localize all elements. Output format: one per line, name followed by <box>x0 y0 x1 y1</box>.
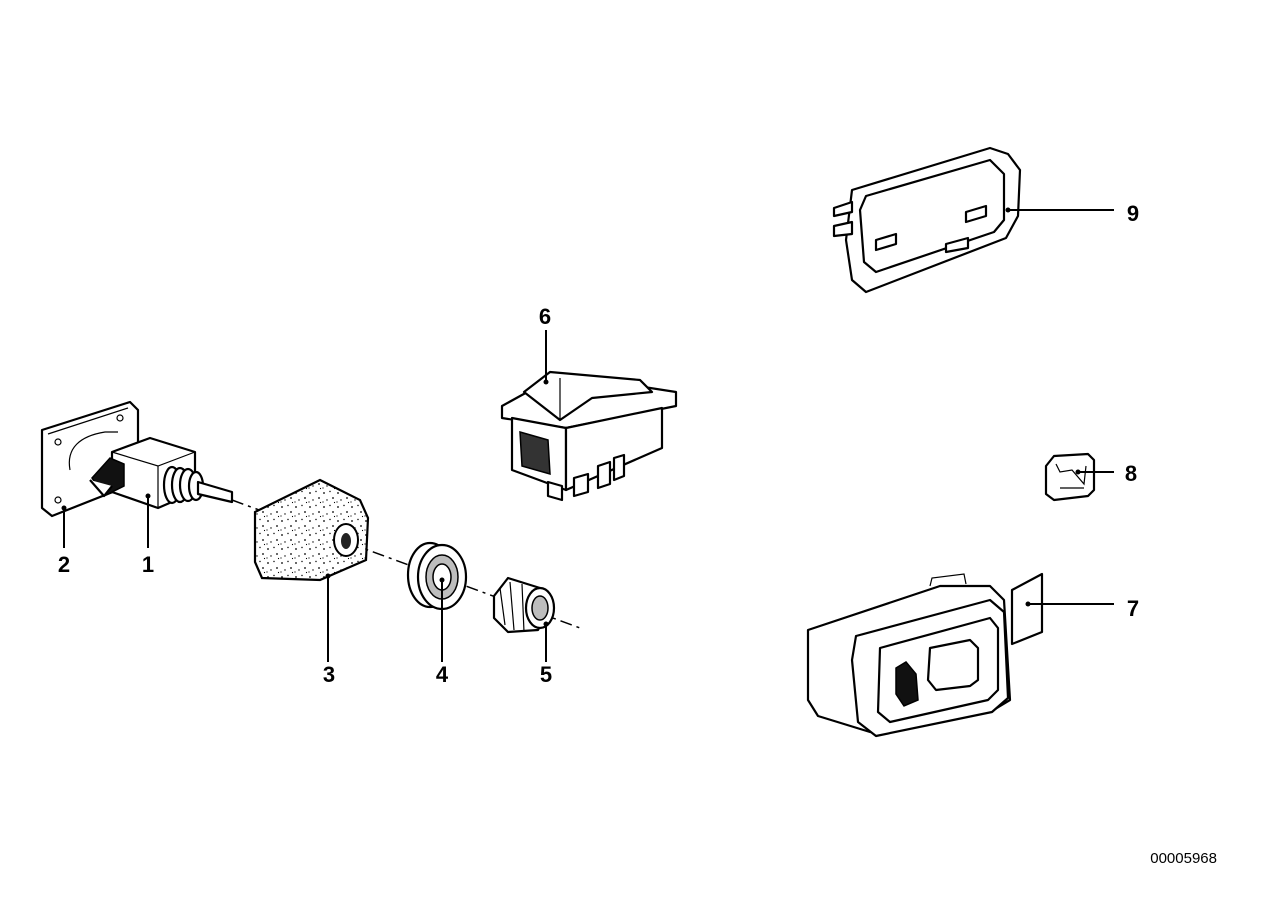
leader-dot-8 <box>1075 469 1081 475</box>
part-6-rocker-switch <box>500 370 678 502</box>
part-8-cap <box>1044 452 1096 502</box>
leader-dot-9 <box>1005 207 1011 213</box>
part-9-frame <box>832 146 1022 294</box>
part-1-switch <box>89 436 234 510</box>
leader-dot-6 <box>543 379 549 385</box>
leader-dot-7 <box>1025 601 1031 607</box>
callout-labels: 1 2 3 4 5 6 7 8 9 <box>58 201 1139 687</box>
callout-8: 8 <box>1125 461 1137 486</box>
part-7-switch-housing <box>806 572 1044 738</box>
callout-9: 9 <box>1127 201 1139 226</box>
leader-dot-4 <box>439 577 445 583</box>
part-4-bezel-ring <box>406 541 468 611</box>
leader-dot-5 <box>543 621 549 627</box>
leader-dot-1 <box>145 493 151 499</box>
callout-3: 3 <box>323 662 335 687</box>
leader-lines <box>61 207 1114 662</box>
callout-6: 6 <box>539 304 551 329</box>
callout-4: 4 <box>436 662 449 687</box>
callout-2: 2 <box>58 552 70 577</box>
leader-dot-3 <box>325 573 331 579</box>
leader-dot-2 <box>61 505 67 511</box>
part-3-foam-pad <box>253 478 370 582</box>
document-number: 00005968 <box>1150 850 1217 867</box>
callout-7: 7 <box>1127 596 1139 621</box>
callout-5: 5 <box>540 662 552 687</box>
callout-1: 1 <box>142 552 154 577</box>
part-5-nut <box>492 576 556 634</box>
